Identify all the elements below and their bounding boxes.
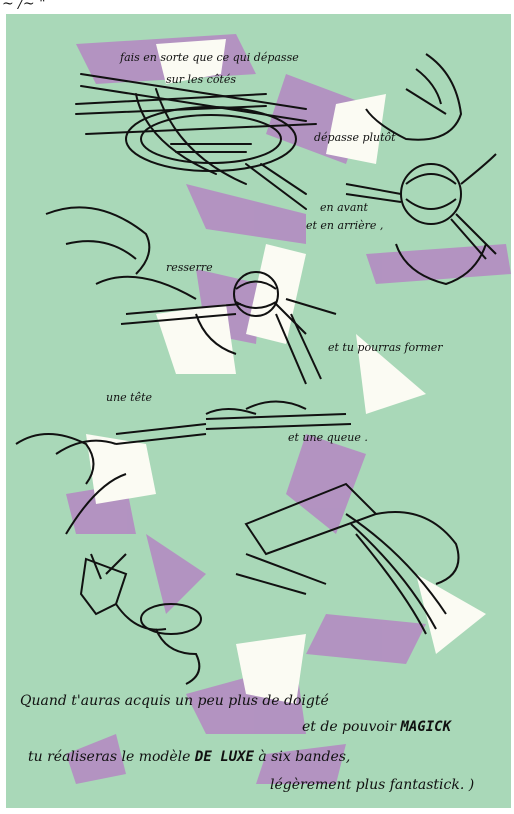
footer-line2-text: et de pouvoir bbox=[302, 719, 396, 735]
instruction-drawing bbox=[6, 14, 511, 808]
caption-step4: et tu pourras former bbox=[328, 342, 443, 353]
footer-line3-a: tu réaliseras le modèle bbox=[28, 749, 190, 765]
footer-brand-magick: MAGICK bbox=[400, 719, 451, 735]
caption-step5: une tête bbox=[106, 392, 152, 403]
caption-step6: et une queue . bbox=[288, 432, 368, 443]
footer-line2: et de pouvoir MAGICK bbox=[302, 720, 451, 734]
footer-line3: tu réaliseras le modèle DE LUXE à six ba… bbox=[28, 750, 350, 764]
top-scribble: ~ /~ " bbox=[2, 0, 46, 12]
caption-step1-line1: fais en sorte que ce qui dépasse bbox=[120, 52, 299, 63]
caption-step3: resserre bbox=[166, 262, 213, 273]
footer-line1: Quand t'auras acquis un peu plus de doig… bbox=[20, 694, 329, 708]
footer-brand-deluxe: DE LUXE bbox=[195, 749, 254, 765]
caption-step1-line2: sur les côtés bbox=[166, 74, 236, 85]
weaving-strips-icon bbox=[236, 484, 459, 634]
caption-step2-line1: en avant bbox=[320, 202, 368, 213]
footer-line3-b: à six bandes, bbox=[258, 749, 350, 765]
caption-step2-line2: et en arrière , bbox=[306, 220, 383, 231]
illustration-panel: fais en sorte que ce qui dépasse sur les… bbox=[6, 14, 511, 808]
caption-step1-line3: dépasse plutôt bbox=[314, 132, 396, 143]
footer-line4: légèrement plus fantastick. ) bbox=[270, 778, 474, 792]
